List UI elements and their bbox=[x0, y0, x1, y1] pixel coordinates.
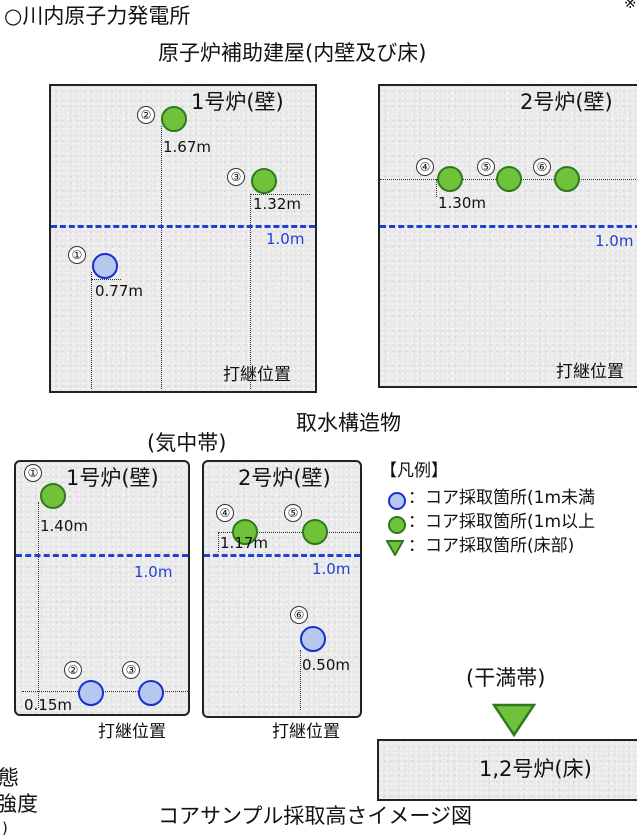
core-sample-point-blue bbox=[138, 680, 164, 706]
core-sample-point-green bbox=[437, 166, 463, 192]
point-number: ① bbox=[24, 464, 42, 482]
intake-title: 取水構造物 bbox=[296, 411, 401, 435]
core-sample-point-green bbox=[554, 166, 580, 192]
ref-line-label: 1.0m bbox=[312, 560, 351, 578]
aux-unit2-panel: 2号炉(壁) 1.0m ④ ⑤ ⑥ 1.30m 打継位置 bbox=[378, 84, 637, 388]
left-fragment-1: 態 bbox=[0, 766, 19, 790]
point-number: ① bbox=[68, 246, 86, 264]
core-sample-point-green bbox=[251, 168, 277, 194]
figure-caption: コアサンプル採取高さイメージ図 bbox=[158, 804, 472, 828]
height-label: 1.32m bbox=[253, 195, 302, 213]
core-sample-point-green bbox=[40, 483, 66, 509]
aux-unit2-label: 2号炉(壁) bbox=[520, 90, 613, 114]
zone-air-label: (気中帯) bbox=[147, 431, 227, 455]
legend-item-over-1m: ：コア採取箇所(1m以上 bbox=[408, 512, 596, 532]
ref-line-label: 1.0m bbox=[134, 563, 173, 581]
legend-green-circle-icon bbox=[388, 516, 406, 534]
point-number: ⑥ bbox=[533, 158, 551, 176]
height-label: 1.17m bbox=[220, 534, 269, 552]
point-number: ③ bbox=[122, 661, 140, 679]
legend-item-under-1m: ：コア採取箇所(1m未満 bbox=[408, 488, 596, 508]
ref-line-label: 1.0m bbox=[595, 232, 634, 250]
core-sample-point-green bbox=[232, 519, 258, 545]
left-fragment-3: ) bbox=[2, 819, 8, 837]
legend-item-floor: ：コア採取箇所(床部) bbox=[408, 536, 575, 556]
guide-line bbox=[436, 179, 437, 197]
point-number: ② bbox=[137, 106, 155, 124]
ref-line-1m bbox=[204, 554, 360, 557]
point-number: ④ bbox=[416, 158, 434, 176]
point-number: ⑥ bbox=[290, 606, 308, 624]
guide-line bbox=[218, 532, 219, 552]
top-right-mark: ※ bbox=[624, 0, 637, 12]
joint-position-label: 打継位置 bbox=[272, 722, 340, 742]
left-fragment-2: 強度 bbox=[0, 792, 38, 816]
height-label: 0.50m bbox=[302, 656, 351, 674]
intake-unit1-panel: 1号炉(壁) 1.0m ① 1.40m ② ③ 0.15m bbox=[14, 460, 190, 716]
floor-sample-triangle-icon bbox=[492, 703, 536, 737]
height-label: 0.15m bbox=[24, 696, 73, 714]
page-title: ○川内原子力発電所 bbox=[4, 4, 191, 28]
guide-line bbox=[91, 279, 121, 280]
aux-building-title: 原子炉補助建屋(内壁及び床) bbox=[158, 41, 427, 65]
aux-unit1-panel: 1号炉(壁) 1.0m ② 1.67m ③ 1.32m ① 0.77m 打継位置 bbox=[49, 84, 317, 393]
height-label: 1.67m bbox=[163, 138, 212, 156]
guide-line bbox=[250, 194, 251, 389]
point-number: ④ bbox=[216, 504, 234, 522]
point-number: ⑤ bbox=[284, 504, 302, 522]
height-label: 1.40m bbox=[40, 517, 89, 535]
core-sample-point-green bbox=[302, 519, 328, 545]
guide-line bbox=[91, 272, 92, 389]
intake-unit2-label: 2号炉(壁) bbox=[238, 466, 331, 490]
ref-line-1m bbox=[16, 554, 188, 557]
guide-line bbox=[218, 532, 360, 533]
guide-line bbox=[161, 126, 162, 389]
intake-unit1-label: 1号炉(壁) bbox=[66, 466, 159, 490]
aux-unit1-label: 1号炉(壁) bbox=[191, 90, 284, 114]
floor-label: 1,2号炉(床) bbox=[479, 757, 592, 781]
guide-line bbox=[38, 502, 39, 708]
ref-line-1m bbox=[380, 225, 637, 228]
legend-blue-circle-icon bbox=[388, 492, 406, 510]
joint-position-label: 打継位置 bbox=[98, 722, 166, 742]
legend-green-triangle-icon bbox=[386, 540, 404, 556]
height-label: 1.30m bbox=[438, 194, 487, 212]
core-sample-point-green bbox=[161, 106, 187, 132]
zone-tidal-label: (干満帯) bbox=[466, 666, 546, 690]
guide-line bbox=[250, 194, 310, 195]
point-number: ③ bbox=[227, 168, 245, 186]
height-label: 0.77m bbox=[95, 282, 144, 300]
ref-line-label: 1.0m bbox=[266, 230, 305, 248]
intake-floor-panel: 1,2号炉(床) bbox=[377, 739, 637, 801]
point-number: ⑤ bbox=[477, 158, 495, 176]
core-sample-point-blue bbox=[78, 680, 104, 706]
intake-unit2-panel: 2号炉(壁) 1.0m ④ ⑤ 1.17m ⑥ 0.50m bbox=[202, 460, 362, 718]
ref-line-1m bbox=[51, 225, 315, 228]
core-sample-point-blue bbox=[92, 253, 118, 279]
joint-position-label: 打継位置 bbox=[556, 362, 624, 382]
core-sample-point-blue bbox=[300, 626, 326, 652]
point-number: ② bbox=[64, 661, 82, 679]
guide-line bbox=[22, 691, 188, 692]
core-sample-point-green bbox=[496, 166, 522, 192]
guide-line bbox=[300, 650, 301, 710]
joint-position-label: 打継位置 bbox=[223, 365, 291, 385]
legend-title: 【凡例】 bbox=[380, 461, 448, 481]
